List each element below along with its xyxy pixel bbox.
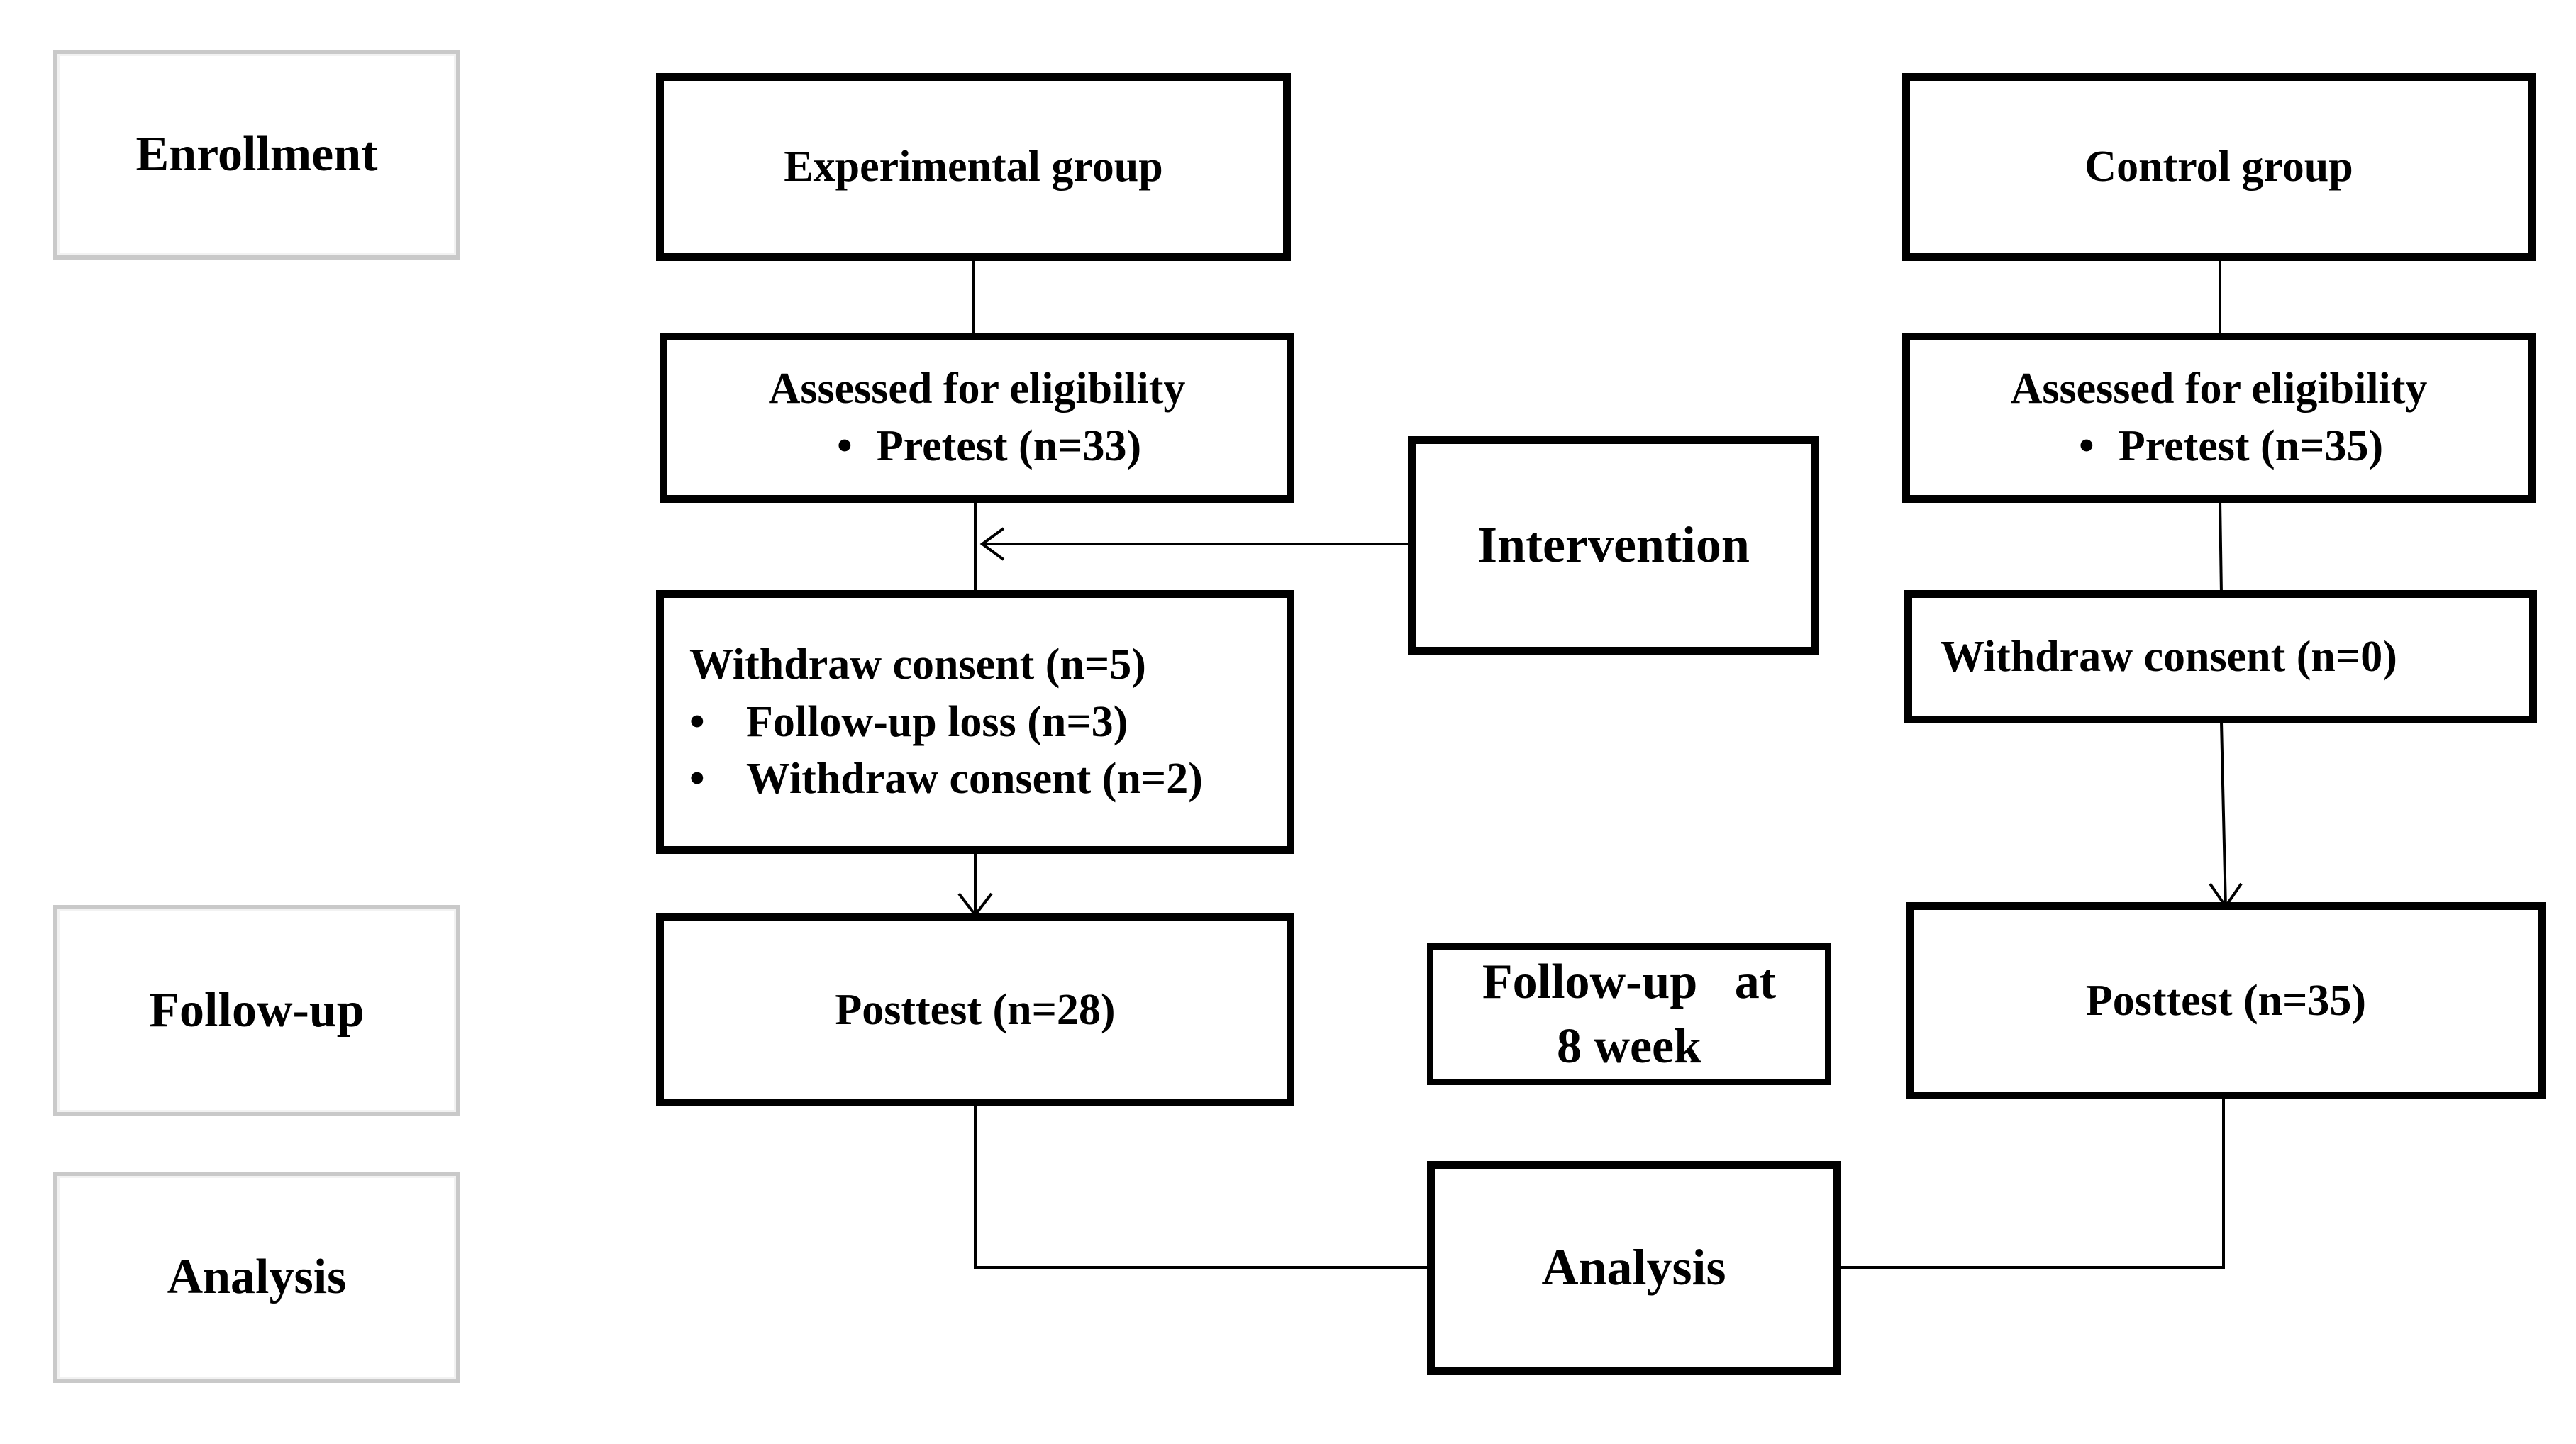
stage-enrollment-label: Enrollment (135, 127, 378, 182)
intervention-label: Intervention (1477, 516, 1750, 574)
control-group-title: Control group (2084, 143, 2353, 191)
experimental-posttest: Posttest (n=28) (835, 985, 1116, 1034)
experimental-pretest: Pretest (n=33) (876, 422, 1142, 470)
connector-exp-posttest-to-analysis (974, 1105, 1431, 1269)
experimental-withdraw-sub: Withdraw consent (n=2) (746, 755, 1203, 804)
analysis-box: Analysis (1427, 1161, 1841, 1375)
connector-ctrl-assessed-to-withdraw (2219, 499, 2223, 595)
experimental-group-box: Experimental group (656, 73, 1291, 261)
experimental-withdraw-box: Withdraw consent (n=5) • Follow-up loss … (656, 590, 1294, 854)
bullet-icon: • (689, 755, 705, 804)
control-withdraw-box: Withdraw consent (n=0) (1904, 590, 2537, 723)
control-assessed-label: Assessed for eligibility (2010, 365, 2428, 413)
connector-ctrl-posttest-to-analysis (1837, 1098, 2225, 1269)
experimental-assessed-label: Assessed for eligibility (768, 365, 1186, 413)
stage-analysis-label: Analysis (167, 1250, 347, 1304)
analysis-label: Analysis (1541, 1239, 1726, 1296)
follow-up-week-line1: Follow-up at (1482, 955, 1777, 1009)
follow-up-week-box: Follow-up at 8 week (1427, 943, 1831, 1085)
intervention-box: Intervention (1408, 436, 1819, 655)
experimental-posttest-box: Posttest (n=28) (656, 913, 1294, 1106)
experimental-assessed-box: Assessed for eligibility • Pretest (n=33… (660, 333, 1294, 503)
stage-follow-up: Follow-up (53, 905, 460, 1116)
arrowhead-intervention (979, 527, 1005, 561)
control-posttest-box: Posttest (n=35) (1906, 902, 2546, 1099)
experimental-follow-up-loss-line: • Follow-up loss (n=3) (689, 694, 1128, 751)
control-group-box: Control group (1902, 73, 2536, 261)
follow-up-week-line2: 8 week (1556, 1019, 1702, 1074)
bullet-icon: • (689, 697, 705, 746)
experimental-withdraw-sub-line: • Withdraw consent (n=2) (689, 750, 1203, 808)
experimental-group-title: Experimental group (784, 143, 1163, 191)
control-withdraw-label: Withdraw consent (n=0) (1941, 632, 2397, 681)
control-posttest: Posttest (n=35) (2085, 976, 2367, 1025)
experimental-follow-up-loss: Follow-up loss (n=3) (746, 697, 1128, 746)
connector-ctrl-withdraw-to-posttest (2220, 721, 2227, 909)
stage-follow-up-label: Follow-up (149, 983, 365, 1038)
control-pretest: Pretest (n=35) (2118, 422, 2384, 470)
experimental-withdraw-label: Withdraw consent (n=5) (689, 640, 1146, 689)
stage-enrollment: Enrollment (53, 50, 460, 260)
experimental-pretest-line: • Pretest (n=33) (813, 418, 1141, 475)
bullet-icon: • (836, 422, 853, 470)
control-assessed-box: Assessed for eligibility • Pretest (n=35… (1902, 333, 2536, 503)
stage-analysis: Analysis (53, 1172, 460, 1383)
control-pretest-line: • Pretest (n=35) (2055, 418, 2383, 475)
bullet-icon: • (2078, 422, 2094, 470)
